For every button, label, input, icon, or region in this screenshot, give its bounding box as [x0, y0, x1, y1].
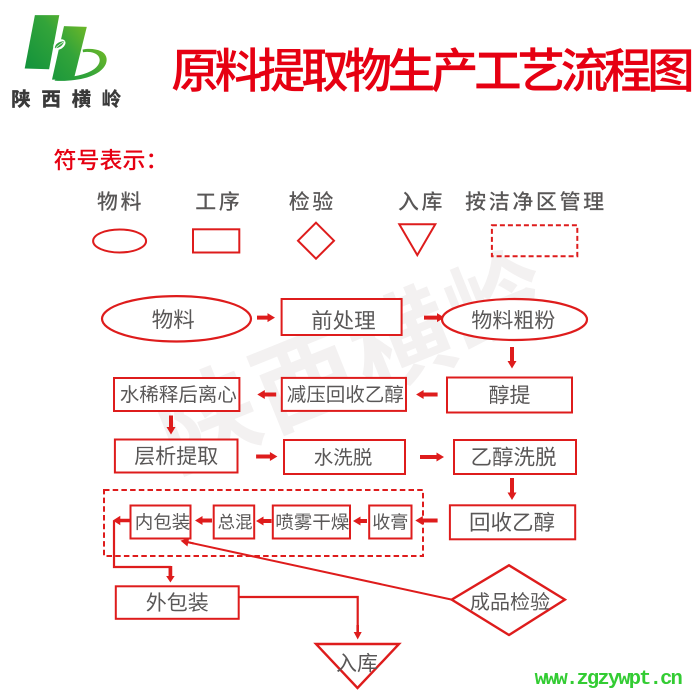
svg-text:www.zgzywpt.cn: www.zgzywpt.cn	[535, 668, 683, 691]
